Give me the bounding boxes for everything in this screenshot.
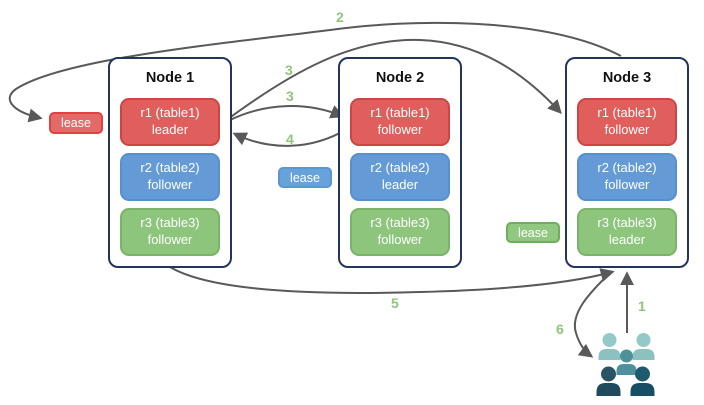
flow-label-3b: 3: [286, 88, 294, 104]
node-1-title: Node 1: [145, 70, 195, 86]
node-1-replica-r1: r1 (table1) leader: [120, 98, 220, 146]
lease-badge-table2: lease: [278, 167, 332, 188]
arrow-5-node1-to-node3: [169, 266, 615, 294]
flow-label-4: 4: [286, 131, 294, 147]
node-1-replica-r2: r2 (table2) follower: [120, 153, 220, 201]
arrow-3-node1-to-node2: [227, 105, 345, 122]
arrow-2-node3-to-lease1: [8, 21, 622, 123]
replica-role: leader: [151, 122, 189, 137]
lease-label: lease: [290, 170, 320, 185]
flow-label-2: 2: [336, 9, 344, 25]
lease-badge-table1: lease: [49, 112, 103, 134]
node-2-title: Node 2: [375, 70, 425, 86]
flow-label-5: 5: [391, 295, 399, 311]
node-3-title: Node 3: [602, 70, 652, 86]
node-3-replica-r3: r3 (table3) leader: [577, 208, 677, 256]
replica-role: follower: [147, 232, 193, 247]
node-1-replica-r3: r3 (table3) follower: [120, 208, 220, 256]
replica-name: r2 (table2): [597, 160, 657, 176]
arrow-6-node3-to-users: [573, 270, 613, 358]
replica-name: r3 (table3): [140, 215, 200, 231]
lease-badge-table3: lease: [506, 222, 560, 243]
replica-role: leader: [608, 232, 646, 247]
replica-role: follower: [147, 177, 193, 192]
lease-label: lease: [61, 116, 91, 130]
replica-role: follower: [604, 122, 650, 137]
node-3: Node 3 r1 (table1) follower r2 (table2) …: [565, 57, 689, 268]
replica-name: r1 (table1): [370, 105, 430, 121]
flow-label-1: 1: [638, 298, 646, 314]
lease-label: lease: [518, 225, 548, 240]
replica-name: r2 (table2): [140, 160, 200, 176]
flow-label-6: 6: [556, 321, 564, 337]
replica-name: r2 (table2): [370, 160, 430, 176]
flow-label-3a: 3: [285, 62, 293, 78]
node-2-replica-r3: r3 (table3) follower: [350, 208, 450, 256]
replica-role: leader: [381, 177, 419, 192]
node-2: Node 2 r1 (table1) follower r2 (table2) …: [338, 57, 462, 268]
arrow-4-node2-to-node1: [232, 128, 348, 147]
node-3-replica-r2: r2 (table2) follower: [577, 153, 677, 201]
node-2-replica-r1: r1 (table1) follower: [350, 98, 450, 146]
node-3-replica-r1: r1 (table1) follower: [577, 98, 677, 146]
node-1: Node 1 r1 (table1) leader r2 (table2) fo…: [108, 57, 232, 268]
replica-name: r3 (table3): [597, 215, 657, 231]
replica-name: r1 (table1): [597, 105, 657, 121]
replica-name: r3 (table3): [370, 215, 430, 231]
replica-role: follower: [377, 232, 423, 247]
replica-role: follower: [604, 177, 650, 192]
replica-role: follower: [377, 122, 423, 137]
replica-name: r1 (table1): [140, 105, 200, 121]
arrow-3-node1-to-node3: [227, 38, 562, 120]
node-2-replica-r2: r2 (table2) leader: [350, 153, 450, 201]
users-icon: [596, 333, 655, 396]
